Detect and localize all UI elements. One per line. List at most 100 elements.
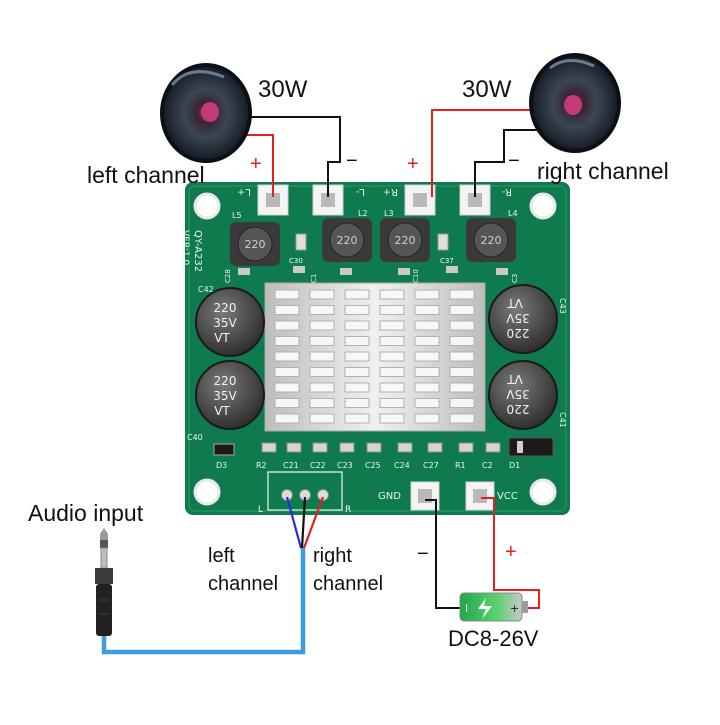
input-wires bbox=[101, 496, 325, 655]
smd-row-top bbox=[238, 266, 508, 275]
component-label: C37 bbox=[440, 257, 454, 265]
terminal-label: L+ bbox=[237, 186, 251, 197]
inductor: 220 bbox=[322, 218, 372, 262]
heatsink-fin bbox=[274, 382, 300, 393]
component-label: C27 bbox=[423, 461, 439, 470]
heatsink-fin bbox=[274, 413, 300, 424]
heatsink-fin bbox=[344, 305, 370, 315]
heatsink-fin bbox=[449, 398, 475, 408]
input-left-label-line1: left bbox=[208, 545, 235, 567]
speaker-right-icon bbox=[529, 53, 621, 153]
heatsink-fin bbox=[309, 320, 335, 331]
wire-right-minus bbox=[474, 129, 548, 197]
heatsink-fin bbox=[449, 289, 475, 300]
heatsink-fin bbox=[344, 320, 370, 331]
component-label: C10 bbox=[412, 269, 420, 283]
smd-capacitor bbox=[295, 233, 307, 251]
component-label: C30 bbox=[289, 257, 303, 265]
inductor: 220 bbox=[380, 218, 430, 262]
heatsink-fin bbox=[379, 398, 405, 408]
cap-voltage: 35V bbox=[505, 311, 529, 325]
heatsink-fin bbox=[274, 289, 300, 300]
component-label: C2 bbox=[482, 461, 493, 470]
smd-component bbox=[286, 442, 302, 453]
board-model: QY-A232 bbox=[192, 230, 203, 272]
component-label: C25 bbox=[365, 461, 381, 470]
cap-voltage: 35V bbox=[213, 389, 237, 403]
inductor: 220 bbox=[230, 222, 280, 266]
battery-minus-mark: I bbox=[465, 602, 468, 615]
smd-row-bottom bbox=[261, 442, 501, 453]
cap-type: VT bbox=[214, 404, 230, 418]
component-label: D3 bbox=[216, 461, 227, 470]
terminal-label: R- bbox=[501, 186, 512, 197]
terminal-gnd: GND bbox=[378, 481, 440, 511]
cap-voltage: 35V bbox=[505, 387, 529, 401]
smd-component bbox=[261, 442, 277, 453]
pin-label-r: R bbox=[345, 505, 351, 515]
component-label: C40 bbox=[187, 433, 203, 442]
vcc-plus-sign: + bbox=[505, 541, 517, 563]
component-label: C41 bbox=[558, 412, 567, 428]
input-right-label-line2: channel bbox=[313, 573, 383, 595]
heatsink-fin bbox=[379, 305, 405, 315]
heatsink-fin bbox=[449, 413, 475, 424]
component-label: C43 bbox=[558, 298, 567, 314]
audio-jack-icon bbox=[95, 528, 113, 636]
input-cable bbox=[101, 548, 306, 655]
input-left-label-line2: channel bbox=[208, 573, 278, 595]
audio-input-label: Audio input bbox=[28, 500, 144, 526]
cap-value: 220 bbox=[507, 402, 530, 416]
inductor-label: L2 bbox=[358, 209, 368, 218]
heatsink-fin bbox=[309, 305, 335, 315]
pcb-outline bbox=[188, 185, 567, 512]
heatsink-fin bbox=[309, 398, 335, 408]
right-minus-sign: − bbox=[508, 150, 520, 172]
component-label: C42 bbox=[198, 285, 214, 294]
component-label: C22 bbox=[310, 461, 326, 470]
input-right-label-line1: right bbox=[313, 545, 352, 567]
heatsink-fin bbox=[449, 367, 475, 377]
heatsink-fin bbox=[344, 367, 370, 377]
heatsink-fin bbox=[344, 289, 370, 300]
heatsink-fin bbox=[449, 305, 475, 315]
wire-input-right bbox=[302, 496, 325, 549]
heatsink-fin bbox=[414, 289, 440, 300]
supply-voltage-label: DC8-26V bbox=[448, 626, 539, 651]
heatsink-fins bbox=[274, 289, 475, 424]
heatsink-fin bbox=[449, 336, 475, 346]
smd-component bbox=[397, 442, 413, 453]
wire-right-plus bbox=[431, 109, 548, 197]
right-channel-label: right channel bbox=[537, 158, 669, 184]
terminal-l-minus: L- bbox=[312, 184, 365, 216]
left-plus-sign: + bbox=[250, 153, 262, 175]
wire-gnd bbox=[425, 499, 460, 609]
heatsink-fin bbox=[379, 351, 405, 362]
heatsink-fin bbox=[309, 413, 335, 424]
heatsink-fin bbox=[274, 336, 300, 346]
gnd-label: GND bbox=[378, 491, 401, 502]
heatsink-fin bbox=[274, 320, 300, 331]
heatsink-fin bbox=[449, 382, 475, 393]
capacitor-top-left: 220 35V VT bbox=[195, 287, 265, 357]
heatsink-fin bbox=[344, 398, 370, 408]
component-label: R2 bbox=[256, 461, 267, 470]
pin-label-l: L bbox=[258, 505, 263, 515]
heatsink-fin bbox=[274, 351, 300, 362]
heatsink-fin bbox=[344, 351, 370, 362]
inductor-value: 220 bbox=[395, 234, 416, 247]
battery-icon: I + bbox=[459, 592, 528, 622]
inductor-label: L4 bbox=[508, 209, 518, 218]
smd-component bbox=[312, 442, 328, 453]
heatsink-fin bbox=[414, 351, 440, 362]
heatsink-fin bbox=[379, 320, 405, 331]
terminal-label: L- bbox=[356, 186, 365, 197]
smd-component bbox=[485, 442, 501, 453]
heatsink-fin bbox=[309, 382, 335, 393]
inductor: 220 bbox=[466, 218, 516, 262]
smd-component bbox=[339, 442, 355, 453]
cap-type: VT bbox=[507, 372, 523, 386]
wire-input-left bbox=[285, 496, 303, 549]
